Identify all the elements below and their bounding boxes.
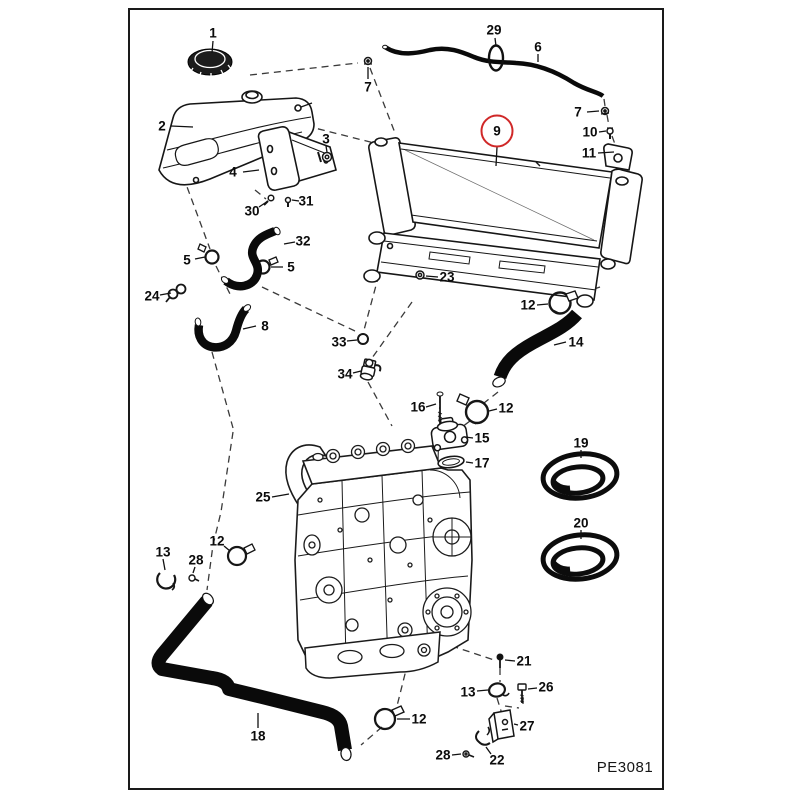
hose-clamp-12-lower-left xyxy=(226,543,256,567)
callout-9: 9 xyxy=(480,114,514,148)
hose-14-end xyxy=(492,376,506,388)
callout-12-radiator: 12 xyxy=(520,297,536,313)
hose-clamp-12-lower-right xyxy=(373,705,405,731)
callout-10: 10 xyxy=(582,124,598,140)
callout-5-right: 5 xyxy=(287,259,295,275)
bolt-26 xyxy=(517,683,527,703)
callout-1: 1 xyxy=(209,25,217,41)
vent-hose xyxy=(383,45,605,98)
callout-28-left: 28 xyxy=(188,552,204,568)
screw-21 xyxy=(496,653,504,668)
screw-28-bottom xyxy=(462,750,475,758)
callout-14: 14 xyxy=(568,334,584,350)
callout-33: 33 xyxy=(331,334,347,350)
hose-32-end2 xyxy=(273,226,281,236)
callout-28-bottom: 28 xyxy=(435,747,451,763)
nut-3 xyxy=(321,151,333,163)
callout-7-right: 7 xyxy=(574,104,582,120)
hose-clamp-12-upper xyxy=(456,393,490,425)
coolant-reservoir-tank xyxy=(158,90,315,186)
callout-26: 26 xyxy=(538,679,554,695)
bolt-23 xyxy=(415,270,425,280)
callout-6: 6 xyxy=(534,39,542,55)
hose-14 xyxy=(493,309,582,380)
coiled-hose-20 xyxy=(540,532,620,582)
callout-12-lower-left: 12 xyxy=(209,533,225,549)
callout-11: 11 xyxy=(581,145,597,161)
callout-30: 30 xyxy=(244,203,260,219)
callout-20: 20 xyxy=(573,515,589,531)
bracket-27 xyxy=(488,709,515,744)
bolt-16 xyxy=(436,391,444,424)
callout-19: 19 xyxy=(573,435,589,451)
callout-29: 29 xyxy=(486,22,502,38)
hose-clamp-5-left xyxy=(197,243,220,265)
callout-23: 23 xyxy=(439,269,455,285)
drawing-number: PE3081 xyxy=(596,759,654,776)
hook-clip-13-left xyxy=(156,572,177,591)
callout-25: 25 xyxy=(255,489,271,505)
callout-15: 15 xyxy=(474,430,490,446)
hook-22 xyxy=(475,726,491,746)
callout-21: 21 xyxy=(516,653,532,669)
callout-12-upper: 12 xyxy=(498,400,514,416)
coiled-hose-19 xyxy=(540,451,620,501)
callout-12-lower-right: 12 xyxy=(411,711,427,727)
hose-18-end-bottom xyxy=(340,746,352,762)
callout-27: 27 xyxy=(519,718,535,734)
callout-18: 18 xyxy=(250,728,266,744)
tank-bracket xyxy=(257,126,337,191)
o-ring-33 xyxy=(357,333,369,345)
thermostat-gasket-inner xyxy=(442,458,460,466)
callout-8: 8 xyxy=(261,318,269,334)
callout-16: 16 xyxy=(410,399,426,415)
callout-3: 3 xyxy=(322,131,330,147)
callout-7-left: 7 xyxy=(364,79,372,95)
callout-31: 31 xyxy=(298,193,314,209)
screw-28-left xyxy=(188,574,200,582)
screw-7-left xyxy=(363,56,373,66)
callout-22: 22 xyxy=(489,752,505,768)
callout-17: 17 xyxy=(474,455,490,471)
engine-assembly xyxy=(285,438,473,679)
radiator-cap xyxy=(187,48,233,79)
radiator xyxy=(363,137,643,308)
fitting-34 xyxy=(359,358,382,381)
hose-18-end-top xyxy=(201,592,215,606)
callout-34: 34 xyxy=(337,366,353,382)
callout-4: 4 xyxy=(229,164,237,180)
hose-clamp-12-radiator xyxy=(548,290,579,315)
hose-8-end2 xyxy=(242,304,252,312)
leader-lines xyxy=(159,37,615,756)
callout-2: 2 xyxy=(158,118,166,134)
hose-32-end xyxy=(220,276,230,284)
screw-31 xyxy=(284,196,292,207)
callout-13-left: 13 xyxy=(155,544,171,560)
hose-8 xyxy=(194,305,250,352)
callout-24: 24 xyxy=(144,288,160,304)
hose-32 xyxy=(223,227,277,291)
fitting-10 xyxy=(606,127,614,139)
callout-5-left: 5 xyxy=(183,252,191,268)
hook-clip-13-right xyxy=(487,682,510,698)
screw-7-right xyxy=(600,106,610,116)
thermostat-housing xyxy=(430,416,469,452)
hose-18 xyxy=(151,596,352,752)
callout-32: 32 xyxy=(295,233,311,249)
drawing-frame xyxy=(128,8,664,790)
callout-13-right: 13 xyxy=(460,684,476,700)
hose-8-end xyxy=(194,317,202,327)
vent-hose-end xyxy=(382,44,388,50)
